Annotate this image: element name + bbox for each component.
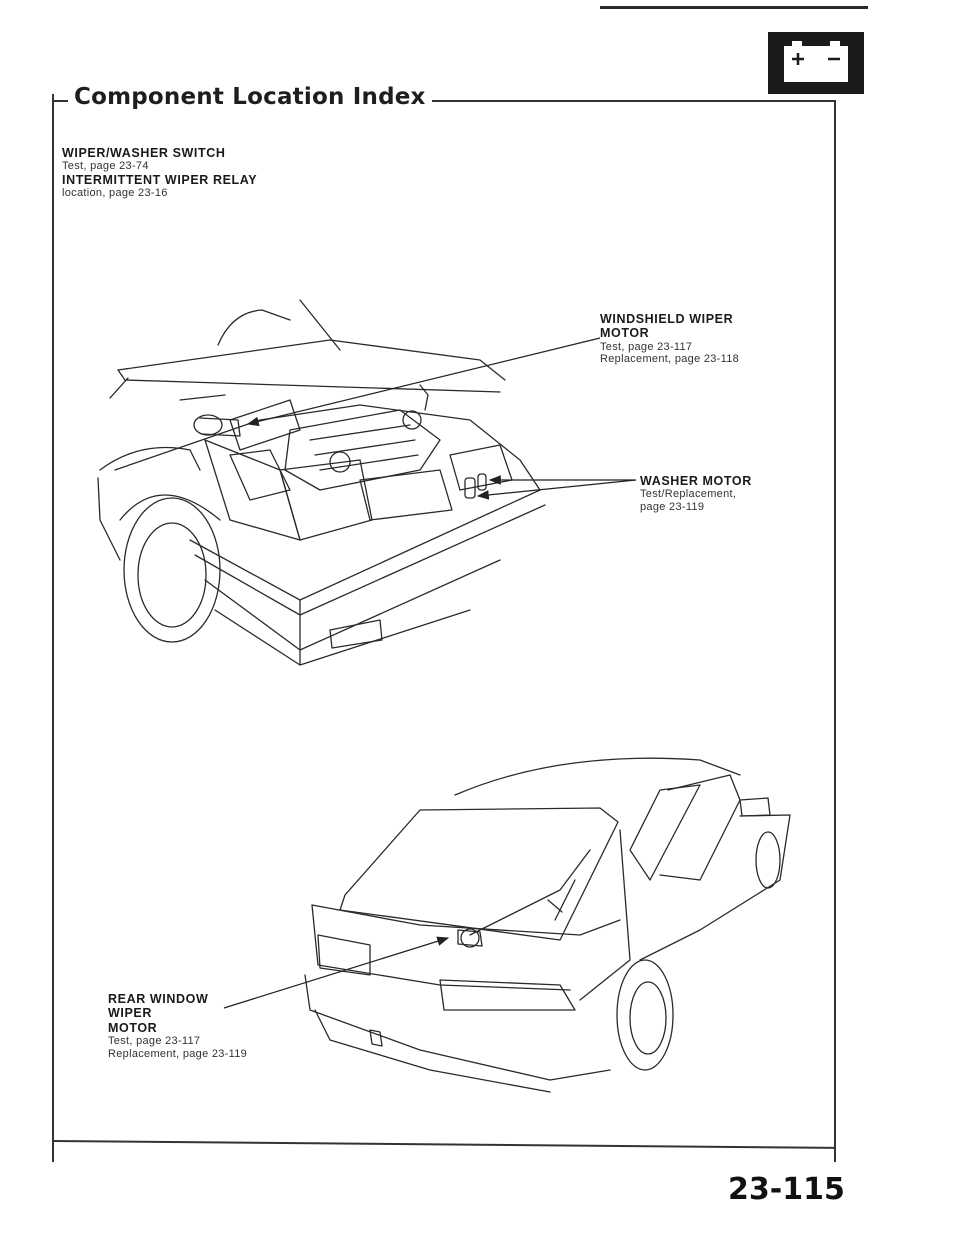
washer-motor-ref-1: Test/Replacement,	[640, 488, 737, 501]
windshield-wiper-motor-title-2: MOTOR	[600, 326, 650, 341]
page-number: 23-115	[728, 1172, 845, 1207]
battery-icon-graphic	[784, 41, 848, 82]
front-leader-lines	[246, 337, 637, 500]
label-windshield-wiper-motor: WINDSHIELD WIPER MOTOR Test, page 23-117…	[600, 312, 739, 366]
page-frame	[52, 100, 836, 1162]
label-rear-window-wiper-motor: REAR WINDOW WIPER MOTOR Test, page 23-11…	[108, 992, 247, 1060]
frame-corner-tick	[52, 94, 54, 106]
windshield-wiper-motor-ref-1: Test, page 23-117	[600, 340, 693, 353]
windshield-wiper-motor-ref-2: Replacement, page 23-118	[600, 353, 740, 366]
intermittent-wiper-relay-title: INTERMITTENT WIPER RELAY	[62, 173, 258, 188]
intermittent-wiper-relay-ref: location, page 23-16	[62, 187, 168, 200]
windshield-wiper-motor-title-1: WINDSHIELD WIPER	[600, 312, 734, 326]
top-rule	[600, 6, 868, 9]
label-wiper-washer-switch: WIPER/WASHER SWITCH Test, page 23-74 INT…	[62, 146, 257, 200]
rear-wiper-motor-title-3: MOTOR	[108, 1020, 158, 1035]
car-front-engine-bay-illustration	[97, 299, 546, 666]
rear-wiper-motor-part	[457, 849, 591, 948]
battery-icon	[768, 32, 864, 94]
page-title: Component Location Index	[68, 84, 432, 110]
rear-wiper-motor-title-2: WIPER	[108, 1006, 152, 1021]
rear-wiper-motor-title-1: REAR WINDOW	[108, 992, 209, 1006]
wiper-washer-switch-ref: Test, page 23-74	[62, 160, 149, 173]
rear-leader-line	[223, 936, 450, 1009]
washer-motor-title: WASHER MOTOR	[640, 474, 752, 488]
washer-motor-ref-2: page 23-119	[640, 501, 705, 514]
label-washer-motor: WASHER MOTOR Test/Replacement, page 23-1…	[640, 474, 752, 514]
wiper-washer-switch-title: WIPER/WASHER SWITCH	[62, 146, 226, 160]
windshield-wiper-motor-part	[193, 414, 241, 437]
washer-motor-part	[464, 473, 487, 499]
rear-wiper-motor-ref-2: Replacement, page 23-119	[108, 1047, 248, 1060]
car-rear-view-illustration	[304, 757, 791, 1093]
rear-wiper-motor-ref-1: Test, page 23-117	[108, 1035, 201, 1048]
